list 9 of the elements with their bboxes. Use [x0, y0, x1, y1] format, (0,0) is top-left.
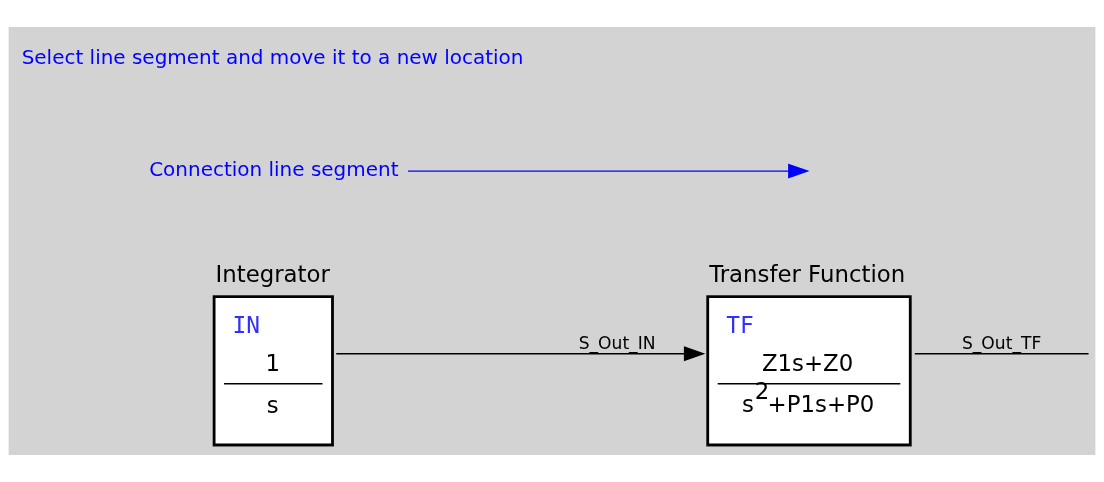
node-text: Connection line segment [149, 157, 399, 182]
edge-label: S_Out_IN [578, 332, 656, 353]
label: Select line segment and move it to a new location [21, 44, 524, 69]
edge-label: S_Out_TF [961, 332, 1042, 353]
arrow [407, 163, 810, 179]
arrow [335, 346, 706, 362]
connector [914, 353, 1090, 355]
node-label: Integrator [215, 261, 330, 288]
node-label: Transfer Function [709, 261, 906, 288]
